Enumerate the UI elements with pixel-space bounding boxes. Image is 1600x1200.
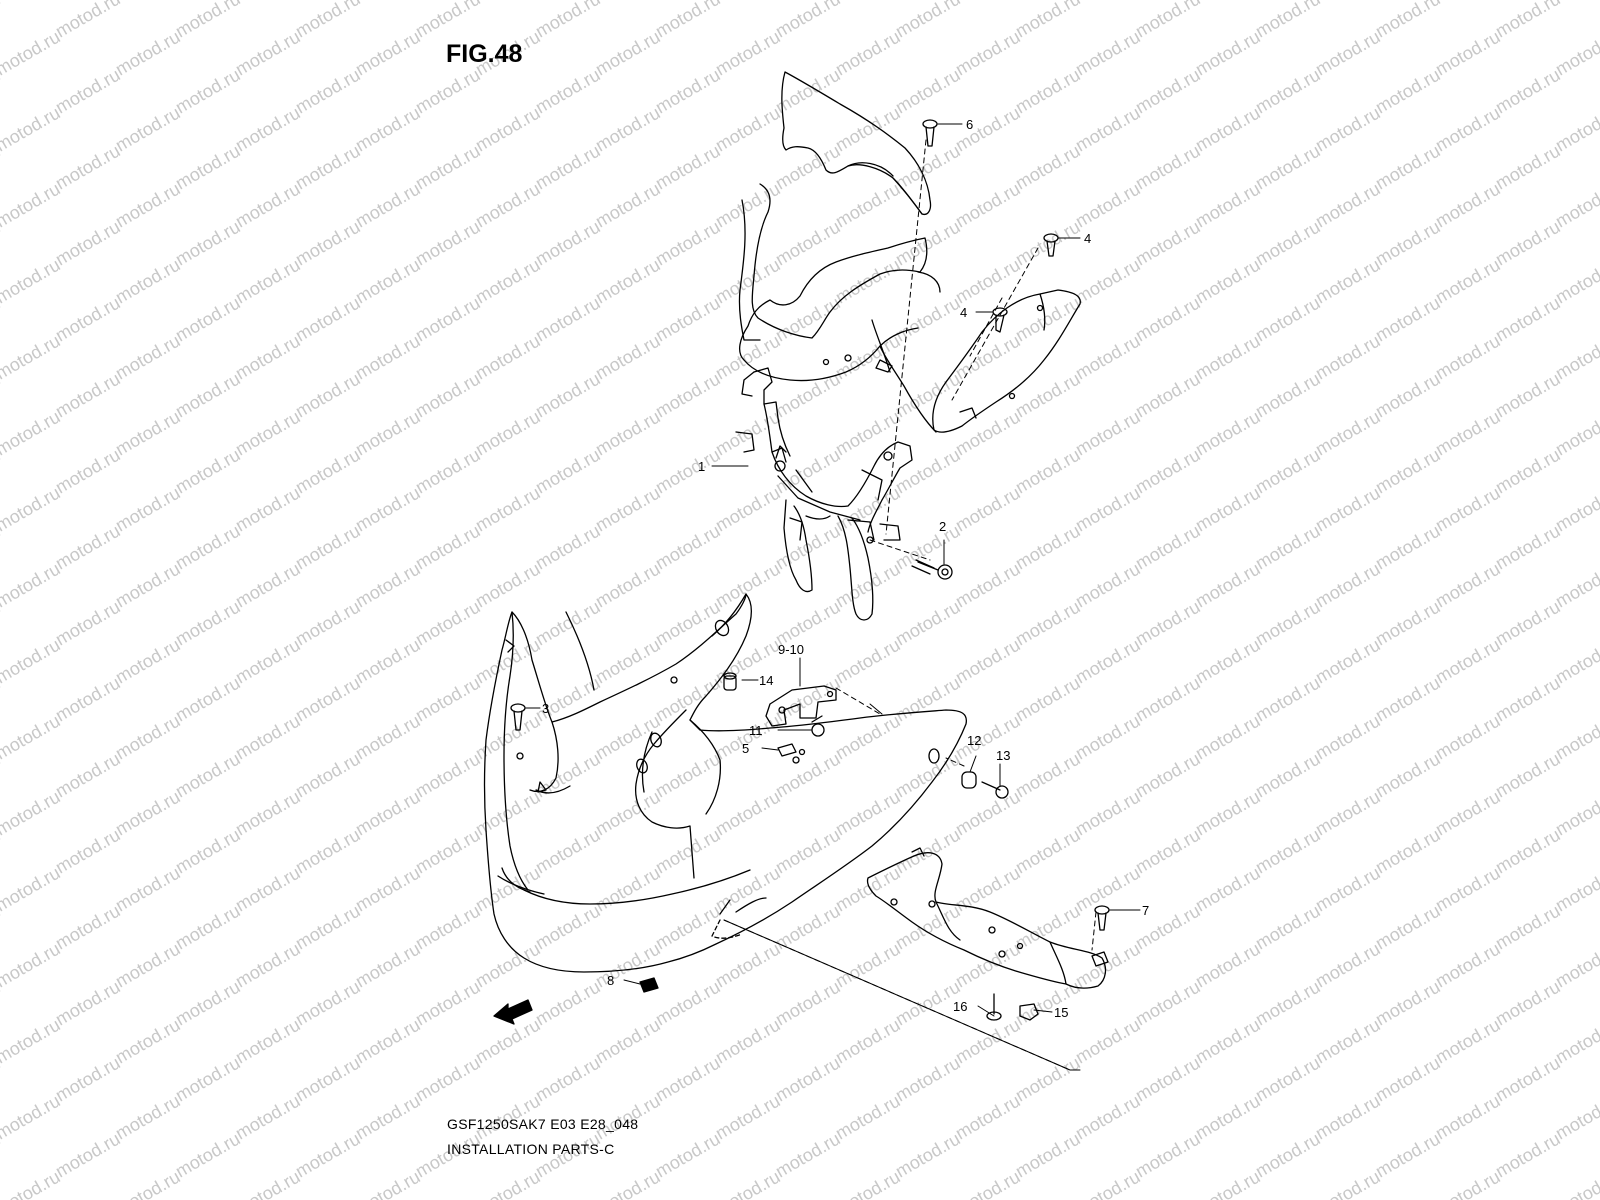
fairing-bracket-part <box>735 367 913 621</box>
callout-16: 16 <box>953 999 967 1014</box>
callout-4a: 4 <box>1084 231 1091 246</box>
callout-11: 11 <box>749 723 763 738</box>
fasteners <box>510 119 1110 1021</box>
bolt-2-icon <box>911 559 953 580</box>
under-cowling-part <box>483 593 968 973</box>
callout-5: 5 <box>742 741 749 756</box>
callout-1: 1 <box>698 459 705 474</box>
nut-8-icon <box>639 977 659 993</box>
right-side-fairing-part <box>932 289 1081 433</box>
callout-6: 6 <box>966 117 973 132</box>
screw-7-icon <box>1094 905 1110 931</box>
diagram-code: GSF1250SAK7 E03 E28_048 <box>447 1116 639 1132</box>
middle-inner-fairing-part <box>738 183 941 433</box>
screw-4a-icon <box>1043 233 1059 257</box>
screw-3-icon <box>510 703 526 731</box>
alignment-lines <box>723 139 1097 1071</box>
figure-title: FIG.48 <box>446 40 523 68</box>
clip-5-icon <box>777 743 797 757</box>
callout-leaders <box>525 123 1141 1017</box>
screw-6-icon <box>922 119 938 147</box>
bolt-11-icon <box>811 715 825 737</box>
callout-9-10: 9-10 <box>778 642 804 657</box>
callout-3: 3 <box>542 701 549 716</box>
leader-lines <box>723 703 1081 1071</box>
screw-4b-icon <box>992 307 1008 333</box>
upper-inner-cowl-part <box>781 71 932 216</box>
callout-12: 12 <box>967 733 981 748</box>
callout-numbers: 6 4 4 1 2 9-10 14 3 11 5 12 13 7 8 16 15 <box>542 117 1149 1020</box>
callout-2: 2 <box>939 519 946 534</box>
screw-13-icon <box>981 781 1009 799</box>
callout-15: 15 <box>1054 1005 1068 1020</box>
callout-7: 7 <box>1142 903 1149 918</box>
nut-15-icon <box>1019 1003 1039 1021</box>
bolt-16-icon <box>986 993 1002 1021</box>
callout-14: 14 <box>759 673 773 688</box>
diagram-name: INSTALLATION PARTS-C <box>447 1141 615 1157</box>
callout-8: 8 <box>607 973 614 988</box>
lower-engine-cover-part <box>866 847 1109 989</box>
grommet-12-icon <box>961 771 977 789</box>
collar-14-icon <box>723 672 737 691</box>
callout-4b: 4 <box>960 305 967 320</box>
bracket-9-10-icon <box>765 685 837 727</box>
callout-13: 13 <box>996 748 1010 763</box>
fwd-direction-arrow: FWD <box>493 999 533 1025</box>
